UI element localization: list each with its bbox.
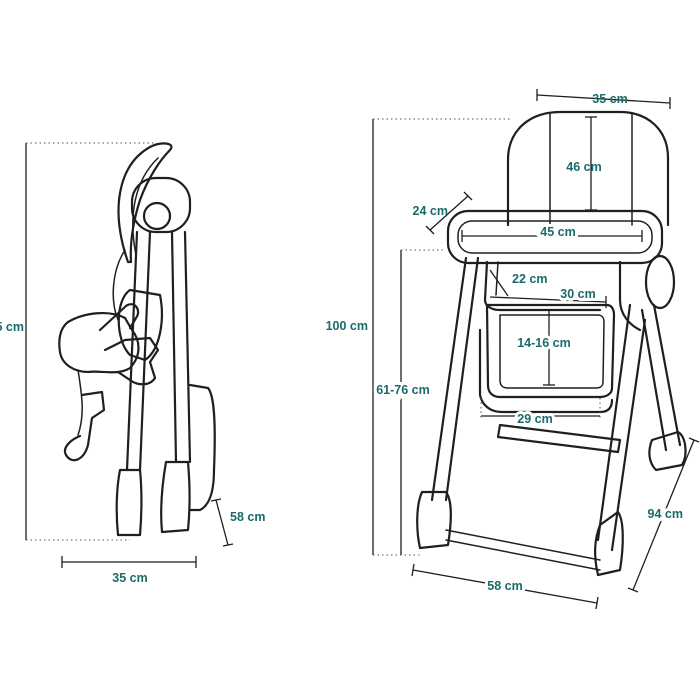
tray-width-label: 45 cm	[540, 225, 575, 239]
base-depth-label: 94 cm	[648, 507, 683, 521]
top-width-label: 35 cm	[592, 92, 627, 106]
base-width-label: 58 cm	[487, 579, 522, 593]
base-width-dimension: 58 cm	[411, 563, 599, 610]
folded-depth-dimension: 58 cm	[210, 498, 265, 547]
total-height-dimension: 100 cm	[326, 118, 510, 556]
total-height-label: 100 cm	[326, 319, 368, 333]
top-width-dimension: 35 cm	[536, 89, 671, 109]
folded-width-dimension: 35 cm	[61, 556, 197, 585]
seat-width-label: 30 cm	[560, 287, 595, 301]
seat-depth-dimension: 22 cm	[489, 269, 547, 297]
seat-floor-height-label: 61-76 cm	[376, 383, 430, 397]
seat-width-dimension: 30 cm	[489, 284, 607, 308]
backrest-height-dimension: 46 cm	[566, 116, 602, 211]
seat-height-range-dimension: 14-16 cm	[514, 309, 574, 386]
folded-height-label: 95 cm	[0, 320, 24, 334]
folded-width-label: 35 cm	[112, 571, 147, 585]
tray-depth-dimension: 24 cm	[413, 191, 473, 235]
seat-height-range-label: 14-16 cm	[517, 336, 571, 350]
footrest-width-dimension: 29 cm	[480, 398, 601, 429]
folded-depth-label: 58 cm	[230, 510, 265, 524]
base-depth-dimension: 94 cm	[627, 437, 700, 593]
backrest-height-label: 46 cm	[566, 160, 601, 174]
tray-depth-label: 24 cm	[413, 204, 448, 218]
open-chair-drawing	[416, 110, 687, 577]
seat-depth-label: 22 cm	[512, 272, 547, 286]
footrest-width-label: 29 cm	[517, 412, 552, 426]
seat-floor-height-dimension: 61-76 cm	[373, 249, 446, 555]
folded-height-dimension: 95 cm	[0, 142, 155, 541]
folded-chair-drawing	[58, 142, 216, 537]
tray-width-dimension: 45 cm	[461, 222, 643, 242]
